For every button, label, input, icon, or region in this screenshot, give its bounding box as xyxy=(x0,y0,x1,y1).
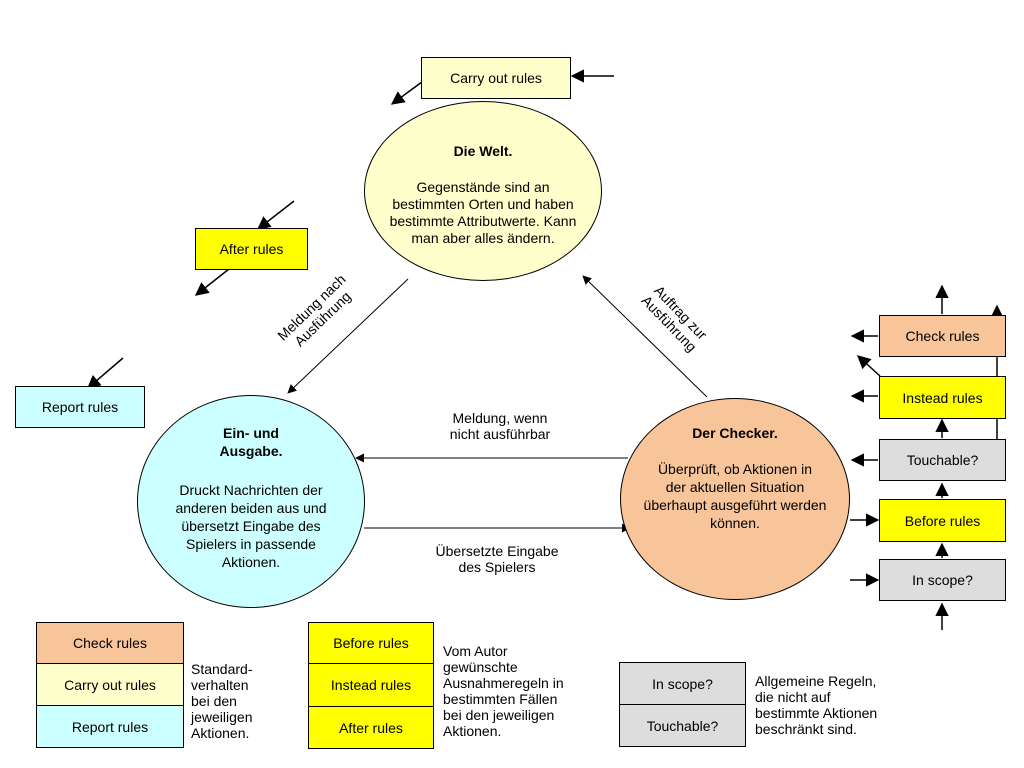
legend-group1-text-3: bei den xyxy=(191,693,237,709)
arrow-checker-to-world xyxy=(582,275,708,398)
legend-after-rules-label: After rules xyxy=(339,719,403,736)
legend-group3-text: Allgemeine Regeln, die nicht auf bestimm… xyxy=(755,673,877,737)
report-rules-label: Report rules xyxy=(41,399,119,415)
arrow-into-report xyxy=(86,357,124,389)
legend-group2-text-6: Aktionen. xyxy=(443,723,502,739)
legend-group1-text: Standard- verhalten bei den jeweiligen A… xyxy=(191,661,252,741)
carry-out-rules-label: Carry out rules xyxy=(450,70,542,86)
checker-title: Der Checker. xyxy=(692,425,778,441)
label-uebersetzte-line2: des Spielers xyxy=(458,559,536,575)
legend-in-scope: In scope? xyxy=(619,662,746,705)
io-body-1: Druckt Nachrichten der xyxy=(179,482,323,498)
arrow-instead-to-checkrules-diag xyxy=(857,355,881,377)
legend-group3-text-1: Allgemeine Regeln, xyxy=(755,673,877,689)
world-node: Die Welt. Gegenstände sind an bestimmten… xyxy=(364,101,602,281)
stack-check-rules-label: Check rules xyxy=(905,328,980,344)
legend-group2-text-4: bestimmten Fällen xyxy=(443,691,558,707)
carry-out-rules-box: Carry out rules xyxy=(421,57,571,99)
legend-group2-text-3: Ausnahmeregeln in xyxy=(443,675,564,691)
legend-touchable: Touchable? xyxy=(619,705,746,747)
arrow-into-after xyxy=(256,200,295,230)
checker-body-2: der aktuellen Situation xyxy=(665,479,805,495)
stack-touchable: Touchable? xyxy=(879,439,1006,481)
label-uebersetzte-eingabe: Übersetzte Eingabe des Spielers xyxy=(412,543,582,575)
legend-group3-text-2: die nicht auf xyxy=(755,689,831,705)
legend-group3-text-3: bestimmte Aktionen xyxy=(755,705,878,721)
io-title-2: Ausgabe. xyxy=(219,443,283,459)
legend-instead-rules-label: Instead rules xyxy=(330,677,412,693)
after-rules-box: After rules xyxy=(195,228,308,270)
arrow-out-of-after xyxy=(194,268,230,296)
world-body-4: man aber alles ändern. xyxy=(411,230,555,246)
legend-carry-out-rules-label: Carry out rules xyxy=(64,676,156,693)
io-body-5: Aktionen. xyxy=(221,554,281,570)
io-node: Ein- und Ausgabe. Druckt Nachrichten der… xyxy=(137,395,365,608)
legend-group2-text-1: Vom Autor xyxy=(443,643,508,659)
checker-node: Der Checker. Überprüft, ob Aktionen in d… xyxy=(620,398,850,600)
legend-group3-text-4: beschränkt sind. xyxy=(755,721,857,737)
stack-in-scope-label: In scope? xyxy=(912,572,973,588)
world-body-2: bestimmten Orten und haben xyxy=(392,196,574,212)
checker-body-1: Überprüft, ob Aktionen in xyxy=(657,461,813,477)
io-body-2: anderen beiden aus und xyxy=(175,500,327,516)
report-rules-box: Report rules xyxy=(15,386,145,428)
label-meldung-wenn-line1: Meldung, wenn xyxy=(452,410,548,426)
arrow-world-to-io xyxy=(287,278,409,394)
legend-check-rules: Check rules xyxy=(36,622,184,664)
label-uebersetzte-line1: Übersetzte Eingabe xyxy=(435,543,559,559)
legend-after-rules: After rules xyxy=(308,707,434,749)
legend-in-scope-label: In scope? xyxy=(652,675,713,692)
world-body-3: bestimmte Attributwerte. Kann xyxy=(389,213,577,229)
legend-group2-text: Vom Autor gewünschte Ausnahmeregeln in b… xyxy=(443,643,564,739)
after-rules-label: After rules xyxy=(219,241,284,257)
legend-check-rules-label: Check rules xyxy=(73,635,147,651)
legend-instead-rules: Instead rules xyxy=(308,664,434,707)
legend-touchable-label: Touchable? xyxy=(646,717,719,734)
stack-before-rules: Before rules xyxy=(879,499,1006,542)
world-body-1: Gegenstände sind an xyxy=(416,179,550,195)
stack-instead-rules-label: Instead rules xyxy=(902,389,983,406)
world-title: Die Welt. xyxy=(453,143,513,159)
legend-before-rules-label: Before rules xyxy=(333,635,409,651)
legend-carry-out-rules: Carry out rules xyxy=(36,664,184,706)
legend-before-rules: Before rules xyxy=(308,622,434,664)
legend-report-rules: Report rules xyxy=(36,706,184,748)
stack-in-scope: In scope? xyxy=(879,559,1006,601)
stack-touchable-label: Touchable? xyxy=(906,452,979,468)
label-meldung-wenn: Meldung, wenn nicht ausführbar xyxy=(420,410,580,442)
io-title-1: Ein- und xyxy=(223,425,279,441)
io-body-4: Spielers in passende xyxy=(186,536,316,552)
checker-body-3: überhaupt ausgeführt werden xyxy=(643,497,827,513)
legend-group2-text-5: bei den jeweiligen xyxy=(443,707,555,723)
stack-check-rules: Check rules xyxy=(879,315,1006,357)
legend-group2-text-2: gewünschte xyxy=(443,659,518,675)
io-body-3: übersetzt Eingabe des xyxy=(181,518,321,534)
stack-before-rules-label: Before rules xyxy=(904,512,981,529)
legend-report-rules-label: Report rules xyxy=(71,718,149,735)
legend-group1-text-1: Standard- xyxy=(191,661,253,677)
legend-group1-text-2: verhalten xyxy=(191,677,249,693)
legend-group1-text-5: Aktionen. xyxy=(191,725,250,741)
stack-instead-rules: Instead rules xyxy=(879,376,1006,419)
legend-group1-text-4: jeweiligen xyxy=(191,709,253,725)
checker-body-4: können. xyxy=(710,515,760,531)
label-meldung-wenn-line2: nicht ausführbar xyxy=(449,426,551,442)
